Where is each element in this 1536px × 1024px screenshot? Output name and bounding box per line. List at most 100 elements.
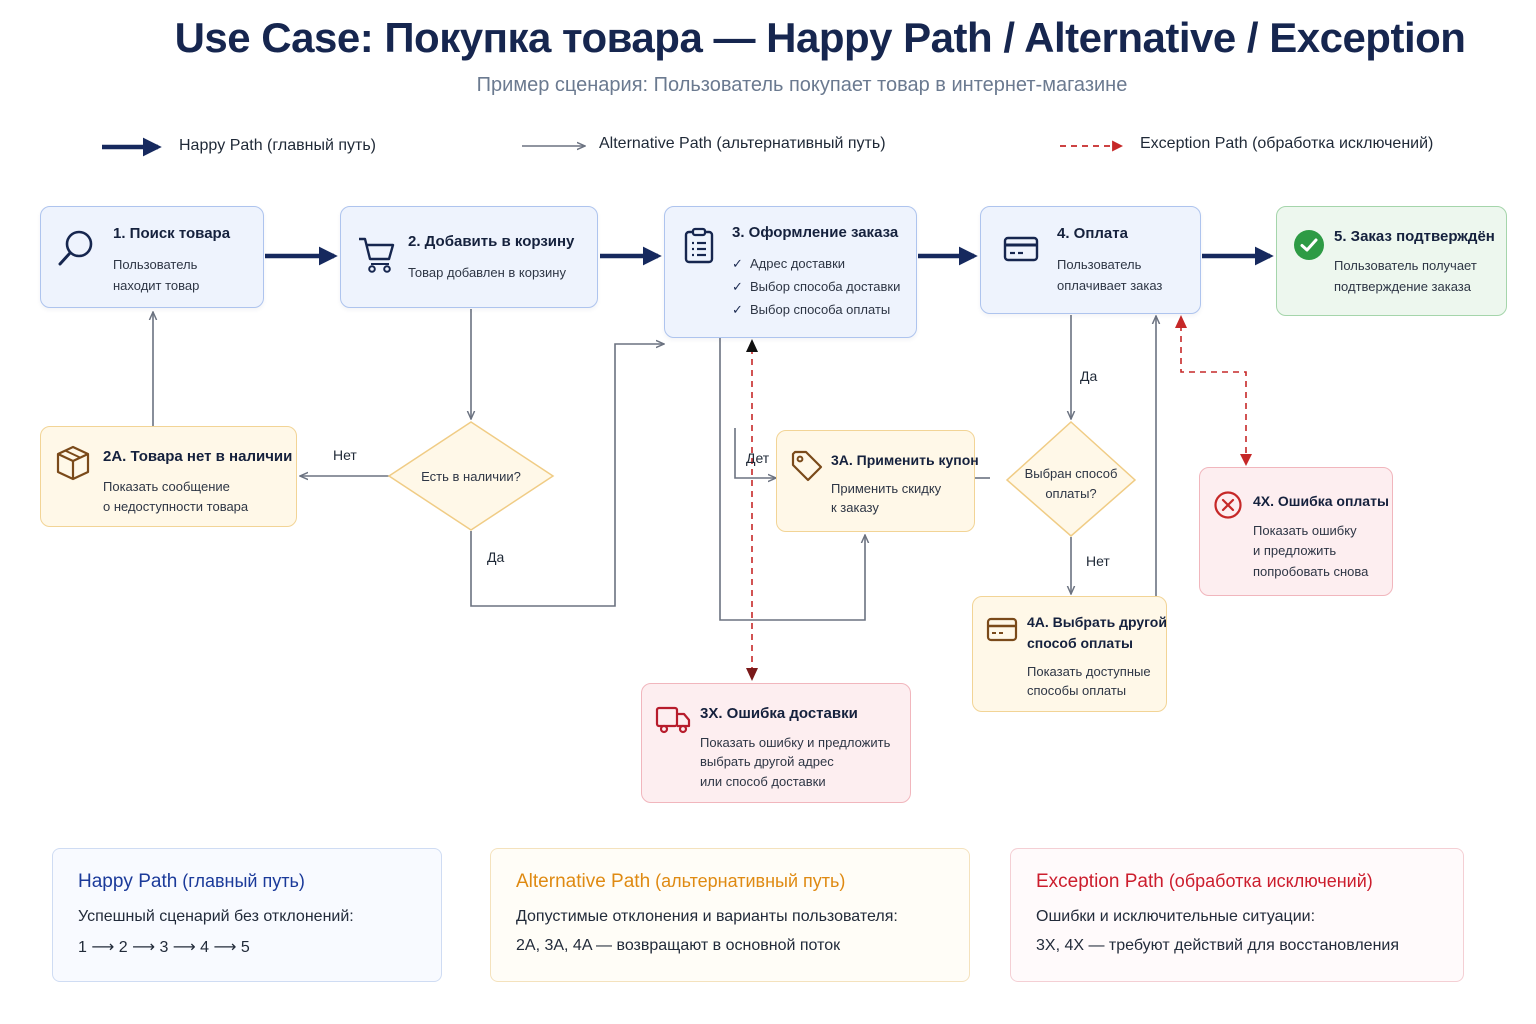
- step-4-title: 4. Оплата: [1057, 225, 1128, 242]
- step-5-order-confirmed[interactable]: 5. Заказ подтверждён Пользователь получа…: [1276, 206, 1507, 316]
- summary-exc-title-main: Exception Path: [1036, 871, 1164, 892]
- summary-alt-line-2: 2A, 3A, 4A — возвращают в основной поток: [516, 937, 841, 954]
- page-subtitle: Пример сценария: Пользователь покупает т…: [476, 74, 1128, 96]
- step-1-title: 1. Поиск товара: [113, 225, 231, 242]
- legend-happy-label: Happy Path (главный путь): [179, 137, 376, 154]
- summary-happy-line-1: Успешный сценарий без отклонений:: [78, 908, 354, 925]
- summary-exc-line-2: 3X, 4X — требуют действий для восстановл…: [1036, 937, 1400, 954]
- decision-in-stock: [387, 421, 555, 531]
- alt-2a-desc-2: о недоступности товара: [103, 499, 249, 514]
- exc-4x-desc-1: Показать ошибку: [1253, 523, 1357, 538]
- exc-arrowhead-up-4: [1175, 315, 1187, 328]
- exc-3x-desc-1: Показать ошибку и предложить: [700, 735, 891, 750]
- summary-exc-line-1: Ошибки и исключительные ситуации:: [1036, 908, 1316, 925]
- alt-4a-desc-1: Показать доступные: [1027, 664, 1151, 679]
- step-4-payment[interactable]: 4. Оплата Пользователь оплачивает заказ: [980, 206, 1201, 314]
- step-5-desc-2: подтверждение заказа: [1334, 279, 1471, 294]
- step-3-checklist: ✓Адрес доставки ✓Выбор способа доставки …: [732, 252, 900, 321]
- checklist-item: ✓ Выбор способа оплаты: [732, 298, 900, 321]
- credit-card-icon: [986, 617, 1018, 642]
- step-4-desc-2: оплачивает заказ: [1057, 278, 1163, 293]
- decision-payment-chosen: [1005, 420, 1137, 537]
- decision-payment-label-1: Выбран способ: [1024, 466, 1118, 481]
- step-3-title: 3. Оформление заказа: [732, 224, 899, 241]
- edge-label-yes-pay: Да: [1080, 368, 1098, 384]
- step-5-title: 5. Заказ подтверждён: [1334, 228, 1495, 245]
- step-2-desc: Товар добавлен в корзину: [408, 265, 566, 280]
- alt-2a-title: 2A. Товара нет в наличии: [103, 448, 293, 465]
- exc-4x-desc-3: попробовать снова: [1253, 564, 1369, 579]
- checklist-item-label: Выбор способа оплаты: [750, 302, 891, 317]
- legend-exception-label: Exception Path (обработка исключений): [1140, 135, 1434, 152]
- cart-icon: [359, 237, 395, 273]
- step-4-desc-1: Пользователь: [1057, 257, 1142, 272]
- decision-in-stock-label: Есть в наличии?: [421, 469, 521, 484]
- summary-alt-title: Alternative Path (альтернативный путь): [516, 871, 845, 893]
- exc-arrowhead-down-4x: [1240, 454, 1252, 466]
- alt-4a-title-1: 4A. Выбрать другой: [1027, 614, 1167, 630]
- step-2-title: 2. Добавить в корзину: [408, 233, 575, 250]
- exc-3x-delivery-error[interactable]: 3X. Ошибка доставки Показать ошибку и пр…: [641, 683, 911, 803]
- exc-path-4-4x: [1180, 325, 1247, 458]
- alt-4a-desc-2: способы оплаты: [1027, 683, 1127, 698]
- edge-label-yes-stock: Да: [487, 549, 505, 565]
- exc-4x-payment-error[interactable]: 4X. Ошибка оплаты Показать ошибку и пред…: [1199, 467, 1393, 596]
- search-icon: [58, 230, 93, 266]
- check-icon: ✓: [732, 256, 743, 271]
- alt-3a-apply-coupon[interactable]: 3A. Применить купон Применить скидку к з…: [776, 430, 979, 532]
- alt-4a-title-2: способ оплаты: [1027, 635, 1133, 651]
- summary-alt-line-1: Допустимые отклонения и варианты пользов…: [516, 908, 898, 925]
- truck-icon: [655, 706, 691, 734]
- exc-arrowhead-down-3x: [746, 668, 758, 681]
- x-circle-icon: [1214, 491, 1242, 519]
- check-icon: ✓: [732, 279, 743, 294]
- alt-4a-other-payment[interactable]: 4A. Выбрать другой способ оплаты Показат…: [972, 596, 1167, 712]
- exc-arrowhead-up-3: [746, 339, 758, 352]
- checklist-item-label: Адрес доставки: [750, 256, 846, 271]
- legend-alt-label: Alternative Path (альтернативный путь): [599, 135, 886, 152]
- exc-3x-desc-3: или способ доставки: [700, 774, 826, 789]
- summary-happy-title-sub: (главный путь): [177, 871, 305, 891]
- alt-2a-desc-1: Показать сообщение: [103, 479, 230, 494]
- step-2-add-to-cart[interactable]: 2. Добавить в корзину Товар добавлен в к…: [340, 206, 598, 308]
- alt-3a-desc-1: Применить скидку: [831, 481, 942, 496]
- summary-happy-line-2: 1 ⟶ 2 ⟶ 3 ⟶ 4 ⟶ 5: [78, 939, 250, 956]
- decision-payment-label-2: оплаты?: [1045, 486, 1097, 501]
- exc-4x-title: 4X. Ошибка оплаты: [1253, 493, 1389, 509]
- checklist-item-label: Выбор способа доставки: [750, 279, 901, 294]
- checklist-item: ✓ Адрес доставки: [732, 252, 900, 275]
- exc-3x-title: 3X. Ошибка доставки: [700, 705, 858, 722]
- page-title: Use Case: Покупка товара — Happy Path / …: [174, 14, 1466, 61]
- alt-arrow-d1-yes-to-3: [470, 344, 664, 607]
- credit-card-icon: [1003, 236, 1039, 262]
- summary-exc-title: Exception Path (обработка исключений): [1036, 871, 1373, 893]
- edge-label-no-stock: Нет: [333, 447, 357, 463]
- alt-3a-title: 3A. Применить купон: [831, 452, 979, 468]
- step-5-desc-1: Пользователь получает: [1334, 258, 1477, 273]
- summary-alt-title-main: Alternative Path: [516, 871, 651, 892]
- alt-arrow-3-loop-to-3a: [719, 338, 865, 621]
- summary-card-exception: Exception Path (обработка исключений) Ош…: [1010, 848, 1464, 982]
- tag-icon: [791, 450, 823, 482]
- check-circle-icon: [1294, 230, 1324, 260]
- summary-happy-title: Happy Path (главный путь): [78, 871, 305, 893]
- summary-card-happy: Happy Path (главный путь) Успешный сцена…: [52, 848, 442, 982]
- step-1-search[interactable]: 1. Поиск товара Пользователь находит тов…: [40, 206, 264, 308]
- edge-label-det: Дет: [746, 450, 770, 466]
- box-icon: [56, 445, 90, 481]
- step-1-desc-2: находит товар: [113, 278, 200, 293]
- check-icon: ✓: [732, 302, 743, 317]
- checklist-item: ✓ Выбор способа доставки: [732, 275, 900, 298]
- summary-card-alternative: Alternative Path (альтернативный путь) Д…: [490, 848, 970, 982]
- step-1-desc-1: Пользователь: [113, 257, 198, 272]
- clipboard-icon: [684, 227, 714, 264]
- alt-3a-desc-2: к заказу: [831, 500, 879, 515]
- alt-arrow-3-to-3a: [734, 428, 776, 478]
- exc-3x-desc-2: выбрать другой адрес: [700, 754, 834, 769]
- summary-exc-title-sub: (обработка исключений): [1163, 871, 1373, 891]
- step-3-checkout[interactable]: 3. Оформление заказа ✓ Адрес доставки ✓ Вы…: [664, 206, 917, 338]
- summary-happy-title-main: Happy Path: [78, 871, 178, 892]
- exc-4x-desc-2: и предложить: [1253, 543, 1337, 558]
- alt-2a-out-of-stock[interactable]: 2A. Товара нет в наличии Показать сообще…: [40, 426, 297, 527]
